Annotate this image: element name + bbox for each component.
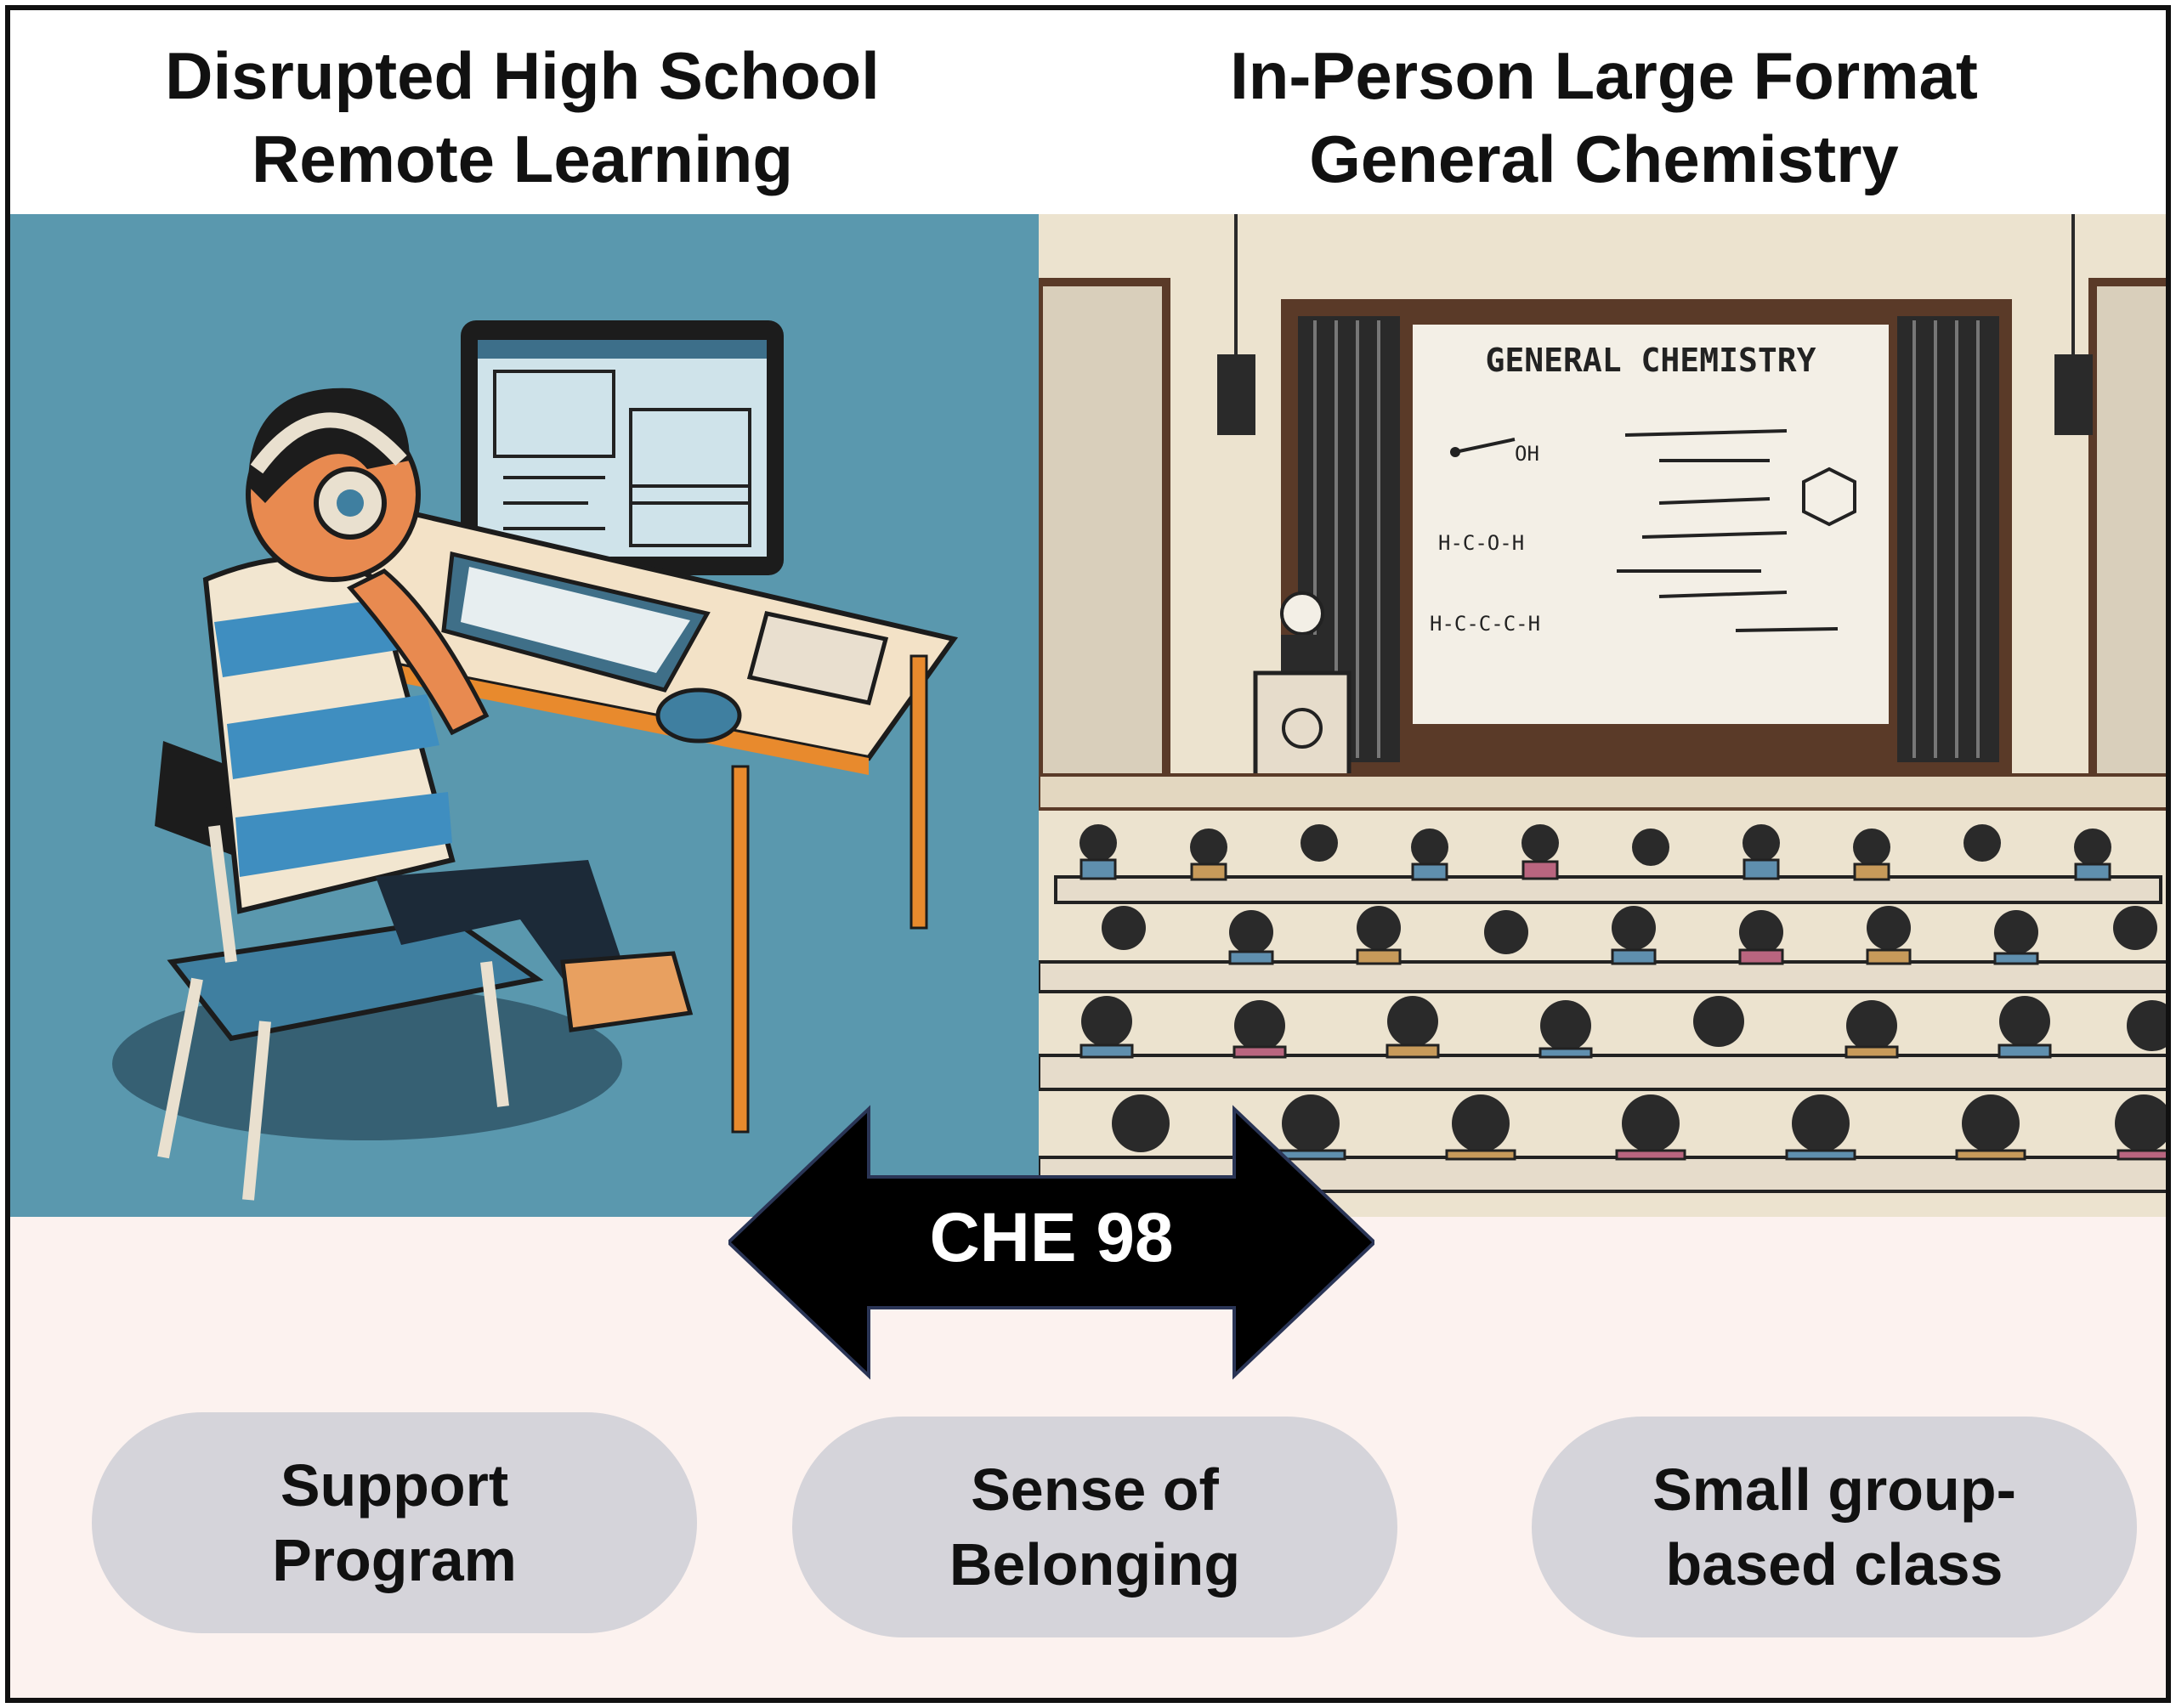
- pill-support-program: Support Program: [92, 1412, 697, 1633]
- lecturer-icon: [1253, 591, 1352, 786]
- pill-support-line-1: Support: [280, 1452, 509, 1519]
- pill-sense-of-belonging: Sense of Belonging: [792, 1417, 1397, 1637]
- speaker-icon: [2054, 354, 2093, 435]
- heading-remote-learning: Disrupted High School Remote Learning: [10, 34, 1034, 201]
- monitor-icon: [461, 320, 784, 625]
- pill-support-line-2: Program: [272, 1527, 517, 1593]
- lecture-hall-illustration: GENERAL CHEMISTRY H-C-O-H H-C-C-C-H OH: [1039, 214, 2166, 1217]
- pill-smallgroup-line-1: Small group-: [1652, 1456, 2016, 1523]
- lecture-hall-image: GENERAL CHEMISTRY H-C-O-H H-C-C-C-H OH: [1039, 214, 2166, 1193]
- formula-3: OH: [1515, 442, 1539, 466]
- heading-chem-line-2: General Chemistry: [1309, 122, 1899, 196]
- student-at-computer-image: [112, 320, 959, 1201]
- double-arrow-icon: [728, 1105, 1374, 1380]
- remote-learning-illustration: [10, 214, 1039, 1217]
- chalkboard: [1413, 325, 1889, 724]
- podium-icon: [1253, 670, 1352, 786]
- figure-frame: Disrupted High School Remote Learning In…: [5, 5, 2171, 1703]
- heading-remote-line-2: Remote Learning: [251, 122, 794, 196]
- pill-belonging-line-1: Sense of: [971, 1456, 1219, 1523]
- formula-1: H-C-O-H: [1438, 531, 1524, 555]
- student-icon: [202, 387, 694, 1032]
- speaker-icon: [1217, 354, 1255, 435]
- formula-2: H-C-C-C-H: [1430, 612, 1540, 636]
- heading-chem-line-1: In-Person Large Format: [1230, 38, 1978, 113]
- che98-label: CHE 98: [929, 1199, 1174, 1276]
- heading-general-chemistry: In-Person Large Format General Chemistry: [1039, 34, 2166, 201]
- board-title: GENERAL CHEMISTRY: [1486, 342, 1816, 379]
- audience: [1039, 824, 2166, 1193]
- pill-small-group-class: Small group- based class: [1532, 1417, 2137, 1637]
- heading-remote-line-1: Disrupted High School: [165, 38, 880, 113]
- benzene-ring-icon: [1802, 467, 1856, 527]
- pill-belonging-line-2: Belonging: [949, 1531, 1241, 1598]
- pill-smallgroup-line-2: based class: [1665, 1531, 2003, 1598]
